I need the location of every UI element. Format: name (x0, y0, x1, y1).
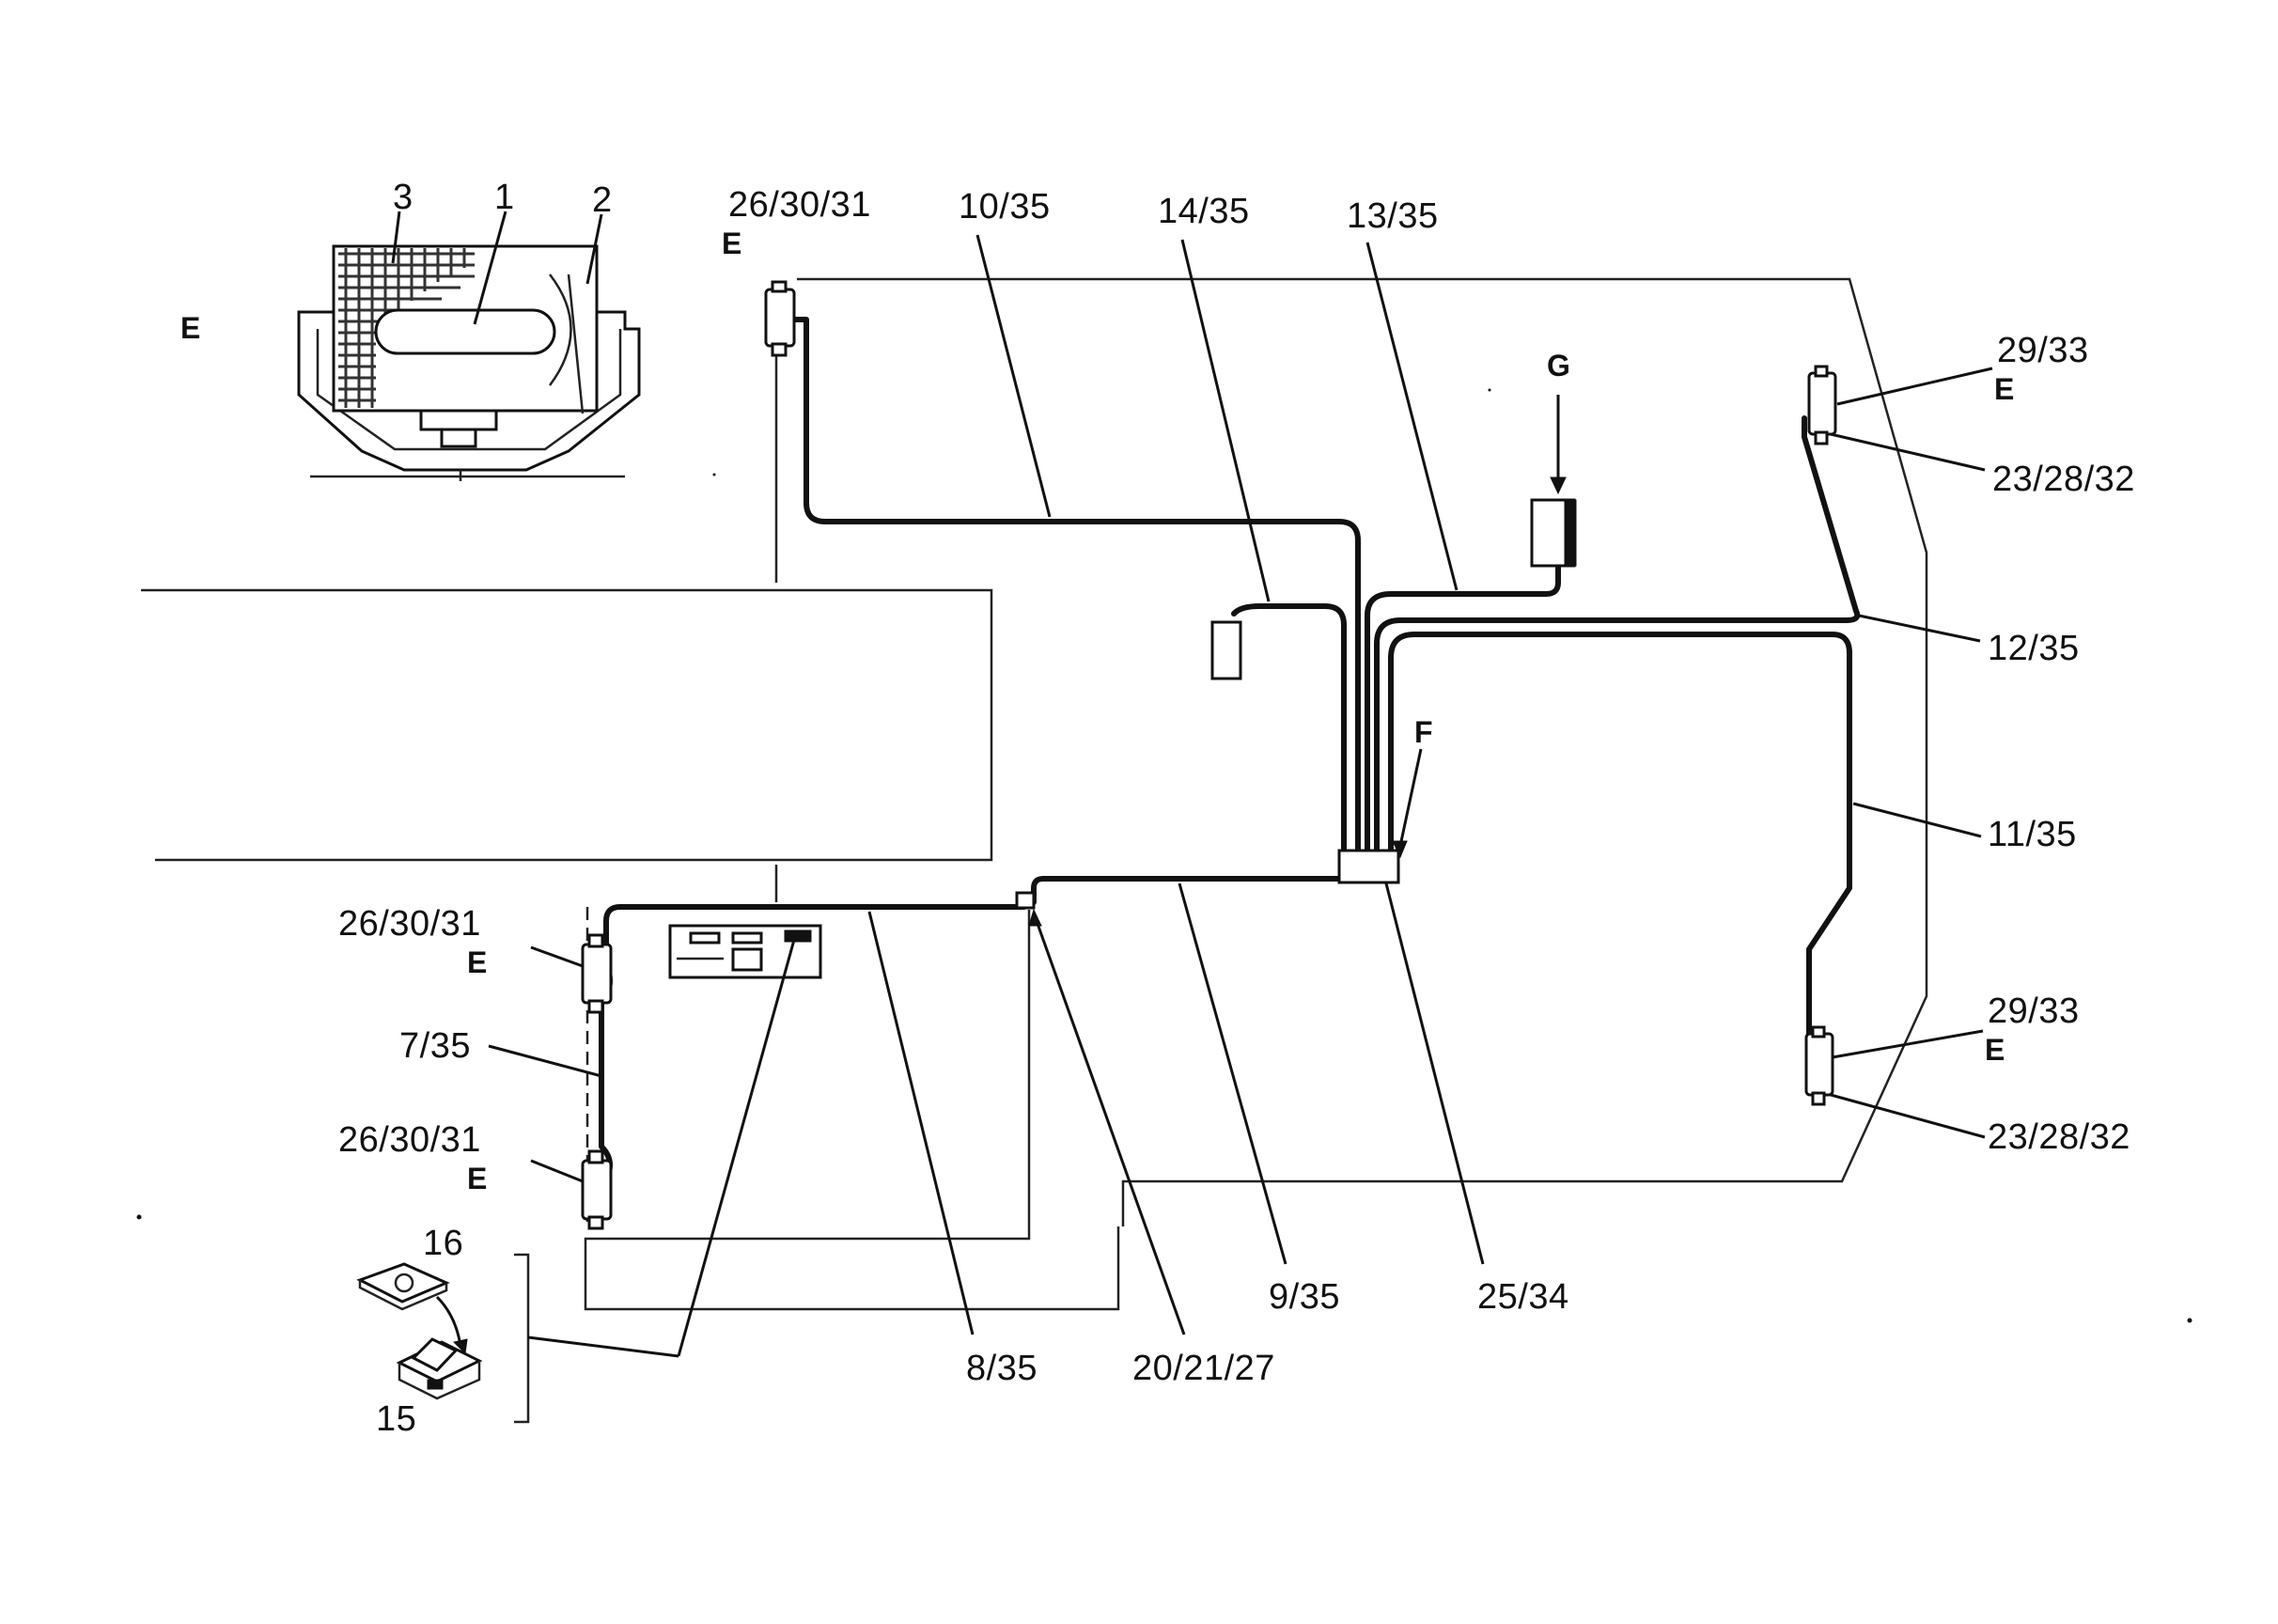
label-wire-8-35: 8/35 (966, 1349, 1038, 1388)
label-l-lamp2-e: E (467, 1162, 487, 1195)
label-tr-connector: 23/28/32 (1992, 460, 2135, 499)
label-br-lamp: 29/33 (1988, 992, 2080, 1031)
leader-2 (585, 213, 603, 285)
bracket (514, 1253, 530, 1424)
inset-label-e: E (180, 311, 200, 345)
junction-f (1337, 849, 1400, 884)
leader-lines (488, 234, 1993, 1358)
label-wire-11-35: 11/35 (1988, 815, 2077, 854)
label-l-lamp1: 26/30/31 (338, 904, 481, 944)
label-tl-lamp-e: E (722, 226, 741, 260)
label-f: F (1414, 715, 1433, 749)
scan-dot (712, 473, 716, 476)
label-part-16: 16 (423, 1224, 463, 1263)
label-tr-lamp-e: E (1994, 372, 2014, 406)
wire-12-35 (1374, 415, 1861, 863)
hatched-diffuser (338, 248, 475, 408)
label-tr-lamp: 29/33 (1997, 331, 2089, 370)
wire-10-35 (787, 317, 1361, 863)
scan-dot (136, 1214, 142, 1220)
lamp-top-left (764, 280, 796, 357)
label-wire-7-35: 7/35 (399, 1026, 471, 1066)
lamp-top-right (1807, 365, 1837, 445)
lamp-detail-inset: 3 1 2 E (180, 178, 641, 481)
wire-11-35 (1388, 632, 1852, 1051)
wire-14-35 (1231, 603, 1347, 863)
connector-20-21-27 (1015, 891, 1036, 910)
dashboard-panel (668, 924, 822, 979)
label-wire-9-35: 9/35 (1269, 1277, 1340, 1317)
inset-label-2: 2 (592, 180, 613, 220)
inset-label-3: 3 (393, 178, 413, 217)
inset-label-1: 1 (494, 178, 515, 217)
switch-assembly (356, 1262, 483, 1400)
leader-3 (391, 211, 401, 264)
label-g: G (1547, 349, 1570, 383)
label-wire-12-35: 12/35 (1988, 629, 2080, 668)
lamp-left-lower (581, 1149, 613, 1230)
label-tl-lamp: 26/30/31 (728, 185, 871, 225)
scan-dot (1488, 388, 1491, 392)
component-g (1530, 498, 1577, 568)
leader-1 (473, 211, 507, 325)
label-wire-14-35: 14/35 (1158, 192, 1250, 231)
wire-8-35 (603, 904, 1027, 966)
label-part-15: 15 (376, 1399, 416, 1439)
label-connector-25-34: 25/34 (1477, 1277, 1569, 1317)
lamp-bottom-right (1804, 1025, 1834, 1106)
label-l-lamp2: 26/30/31 (338, 1120, 481, 1160)
wire-9-35 (1031, 876, 1342, 905)
scan-dot (2187, 1318, 2192, 1323)
wiring-harness (599, 317, 1861, 1182)
label-wire-10-35: 10/35 (959, 187, 1051, 226)
label-wire-13-35: 13/35 (1347, 196, 1439, 236)
label-br-lamp-e: E (1985, 1033, 2005, 1067)
label-br-connector: 23/28/32 (1988, 1117, 2130, 1157)
label-l-lamp1-e: E (467, 945, 487, 979)
label-connector-20-21-27: 20/21/27 (1132, 1349, 1275, 1388)
component-14 (1210, 620, 1242, 680)
lamp-left-upper (581, 933, 613, 1014)
wire-13-35 (1365, 561, 1561, 863)
